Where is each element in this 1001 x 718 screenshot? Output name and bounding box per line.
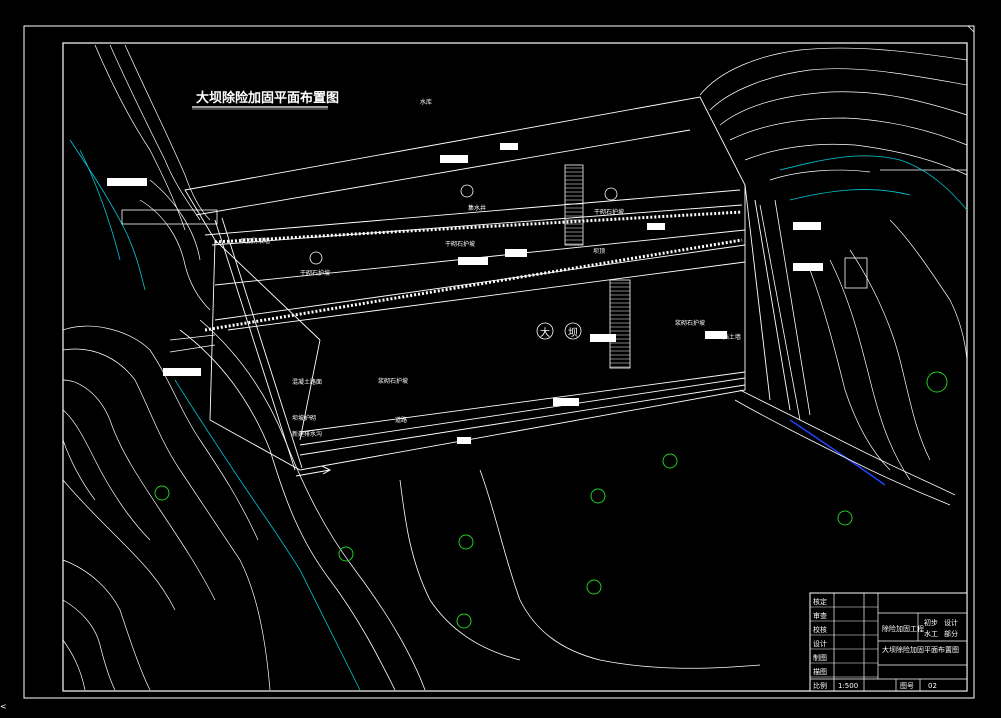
label-dam-crest: 坝顶 [593, 247, 605, 255]
tb-row-label: 核定 [813, 597, 827, 606]
tb-part-a: 水工 [924, 629, 938, 638]
label-boxes [107, 143, 823, 444]
tb-drawing-no: 02 [928, 682, 937, 690]
drawing-title: 大坝除险加固平面布置图 [196, 90, 339, 106]
label-left-road: 进场道路 [165, 369, 189, 377]
tb-drawing-name: 大坝除险加固平面布置图 [882, 645, 959, 654]
label-note-a: 新建排水沟 [292, 430, 322, 438]
label-upstream-3: 干砌石护坡 [594, 208, 624, 216]
tb-row-label: 比例 [813, 681, 827, 690]
label-upstream: 干砌石护坡 [300, 269, 330, 277]
water-line [789, 419, 886, 486]
tb-stage-b: 设计 [944, 618, 958, 627]
access-road [179, 319, 956, 691]
tb-row-label: 制图 [813, 653, 827, 662]
tb-drawing-no-label: 图号 [900, 682, 914, 690]
contours-right [699, 47, 968, 481]
label-note-d: C20砼挡土墙 [705, 333, 741, 341]
tb-row-label: 审查 [813, 611, 827, 620]
tb-part-b: 部分 [944, 629, 958, 638]
tb-project: 除险加固工程 [882, 624, 924, 633]
markers [309, 184, 618, 340]
trees [154, 371, 948, 629]
outer-frame [23, 25, 975, 699]
label-char-b: 坝 [568, 327, 578, 339]
label-road: 道路 [109, 179, 121, 187]
tb-row-label: 描图 [813, 667, 827, 676]
contours-left [62, 44, 271, 691]
label-downstream: 浆砌石护坡 [378, 377, 408, 385]
label-spillway: 溢洪道 [795, 264, 813, 272]
right-road [759, 199, 868, 421]
label-note-e: 坝坡护砌 [292, 414, 316, 422]
label-road-2: 道路 [395, 416, 407, 424]
label-note-b: 坝顶防浪墙 [240, 237, 270, 245]
tb-scale-value: 1:500 [838, 682, 858, 690]
tb-row-label: 校核 [813, 625, 827, 634]
corner-mark [967, 25, 975, 33]
left-bridge [121, 209, 218, 353]
stair-treads [565, 167, 630, 368]
flow-arrow [295, 465, 332, 477]
riprap-lines [204, 210, 743, 332]
label-char-a: 大 [540, 326, 550, 339]
contours-cyan-right [779, 155, 968, 211]
label-water: 水库 [420, 98, 432, 106]
corner-ucs-icon: < [0, 702, 7, 711]
contours-cyan-left [69, 139, 361, 691]
label-right: 排水沟 [795, 223, 813, 231]
dam-body [184, 96, 791, 471]
label-upstream-2: 干砌石护坡 [445, 240, 475, 248]
stair-ramps [564, 164, 631, 369]
tb-stage-a: 初步 [924, 618, 938, 627]
inner-frame [62, 42, 968, 692]
tb-row-label: 设计 [813, 639, 827, 648]
label-note-c: 混凝土路面 [292, 378, 322, 386]
label-pit: 集水井 [468, 204, 486, 212]
label-downstream-2: 浆砌石护坡 [675, 319, 705, 327]
